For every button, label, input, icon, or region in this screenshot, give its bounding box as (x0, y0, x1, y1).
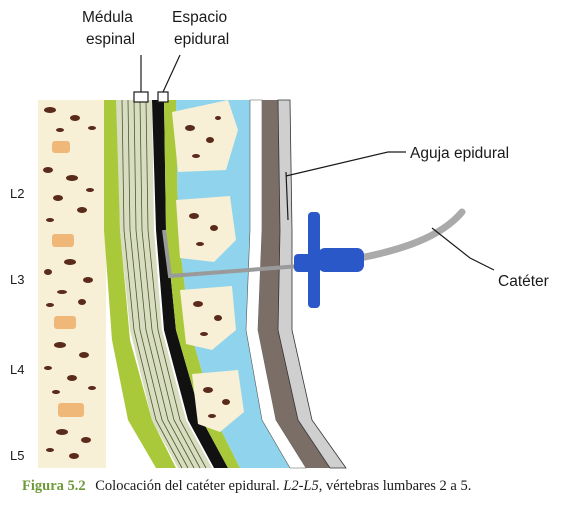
spinous-processes (172, 100, 244, 432)
vertebral-bodies (38, 100, 106, 468)
vertebra-label-l4: L4 (10, 362, 24, 377)
vertebra-label-l3: L3 (10, 272, 24, 287)
needle-hub (294, 212, 364, 308)
vertebra-label-l5: L5 (10, 448, 24, 463)
figure-caption: Figura 5.2 Colocación del catéter epidur… (22, 478, 567, 495)
label-espacio-line1: Espacio (172, 9, 227, 26)
figure-number: Figura 5.2 (22, 478, 86, 494)
spinal-cord (116, 100, 212, 468)
label-medula-line2: espinal (86, 31, 135, 48)
dura-mater (152, 100, 228, 468)
skin-layer (277, 99, 347, 469)
vertebra-label-l2: L2 (10, 186, 24, 201)
label-aguja: Aguja epidural (410, 145, 509, 162)
label-leaders (133, 54, 495, 271)
caption-rest: , vértebras lumbares 2 a 5. (318, 478, 472, 494)
needle-shaft (162, 229, 301, 279)
catheter-tube (356, 208, 466, 262)
label-medula-line1: Médula (82, 9, 133, 26)
intervertebral-discs (52, 141, 84, 417)
bone-speckles (43, 107, 96, 459)
label-espacio-line2: epidural (174, 31, 229, 48)
caption-text: Colocación del catéter epidural. (95, 478, 280, 494)
nerve-fibers (121, 99, 207, 469)
supraspinous-ligament (258, 100, 330, 468)
posterior-ligament (104, 100, 176, 468)
caption-abbr: L2-L5 (283, 478, 319, 494)
label-cateter: Catéter (498, 273, 549, 290)
